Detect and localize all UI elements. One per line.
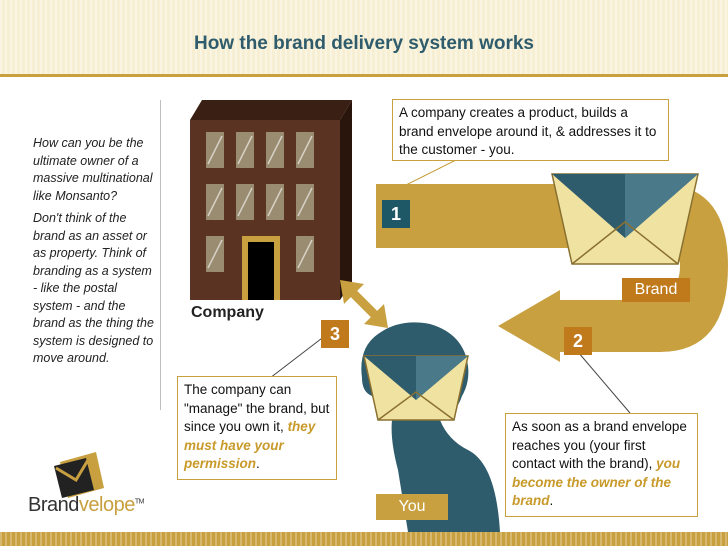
head-envelope-icon — [363, 355, 469, 421]
logo-part1: Brand — [28, 494, 79, 516]
logo-trademark: TM — [134, 498, 145, 506]
return-curve — [600, 184, 728, 352]
sidebar-question: How can you be the ultimate owner of a m… — [33, 136, 153, 203]
step-2-end: . — [549, 493, 554, 508]
brandvelope-logo-icon — [54, 452, 104, 498]
title-bar — [0, 0, 728, 77]
bottom-bar — [0, 532, 728, 546]
page-title: How the brand delivery system works — [193, 33, 534, 54]
step-3-emphasis: they must have your permission — [184, 419, 316, 471]
step-2-callout: As soon as a brand envelope reaches you … — [505, 413, 698, 517]
step-3-text: The company can "manage" the brand, but … — [184, 382, 330, 434]
divider-line — [160, 100, 161, 410]
step-2-text: As soon as a brand envelope reaches you … — [512, 419, 687, 471]
logo-part2: velope — [78, 494, 135, 516]
company-building-icon — [190, 100, 352, 300]
brand-envelope-icon — [551, 173, 699, 265]
callout-line-2 — [577, 351, 631, 414]
step-1-callout: A company creates a product, builds a br… — [392, 99, 669, 161]
step-1-badge: 1 — [382, 200, 410, 228]
company-label: Company — [191, 304, 264, 321]
step-3-end: . — [256, 456, 260, 471]
step-2-badge: 2 — [564, 327, 592, 355]
step-3-callout: The company can "manage" the brand, but … — [177, 376, 337, 480]
step-3-badge: 3 — [321, 320, 349, 348]
two-way-arrow-icon — [340, 280, 388, 328]
brandvelope-logo: BrandvelopeTM — [28, 494, 144, 517]
sidebar-text: How can you be the ultimate owner of a m… — [33, 135, 155, 373]
you-label: You — [376, 494, 448, 520]
callout-line-3 — [269, 331, 331, 379]
callout-line-1 — [395, 159, 457, 191]
brand-label: Brand — [622, 278, 690, 302]
step-2-emphasis: you become the owner of the brand — [512, 456, 681, 508]
sidebar-answer: Don't think of the brand as an asset or … — [33, 211, 154, 365]
